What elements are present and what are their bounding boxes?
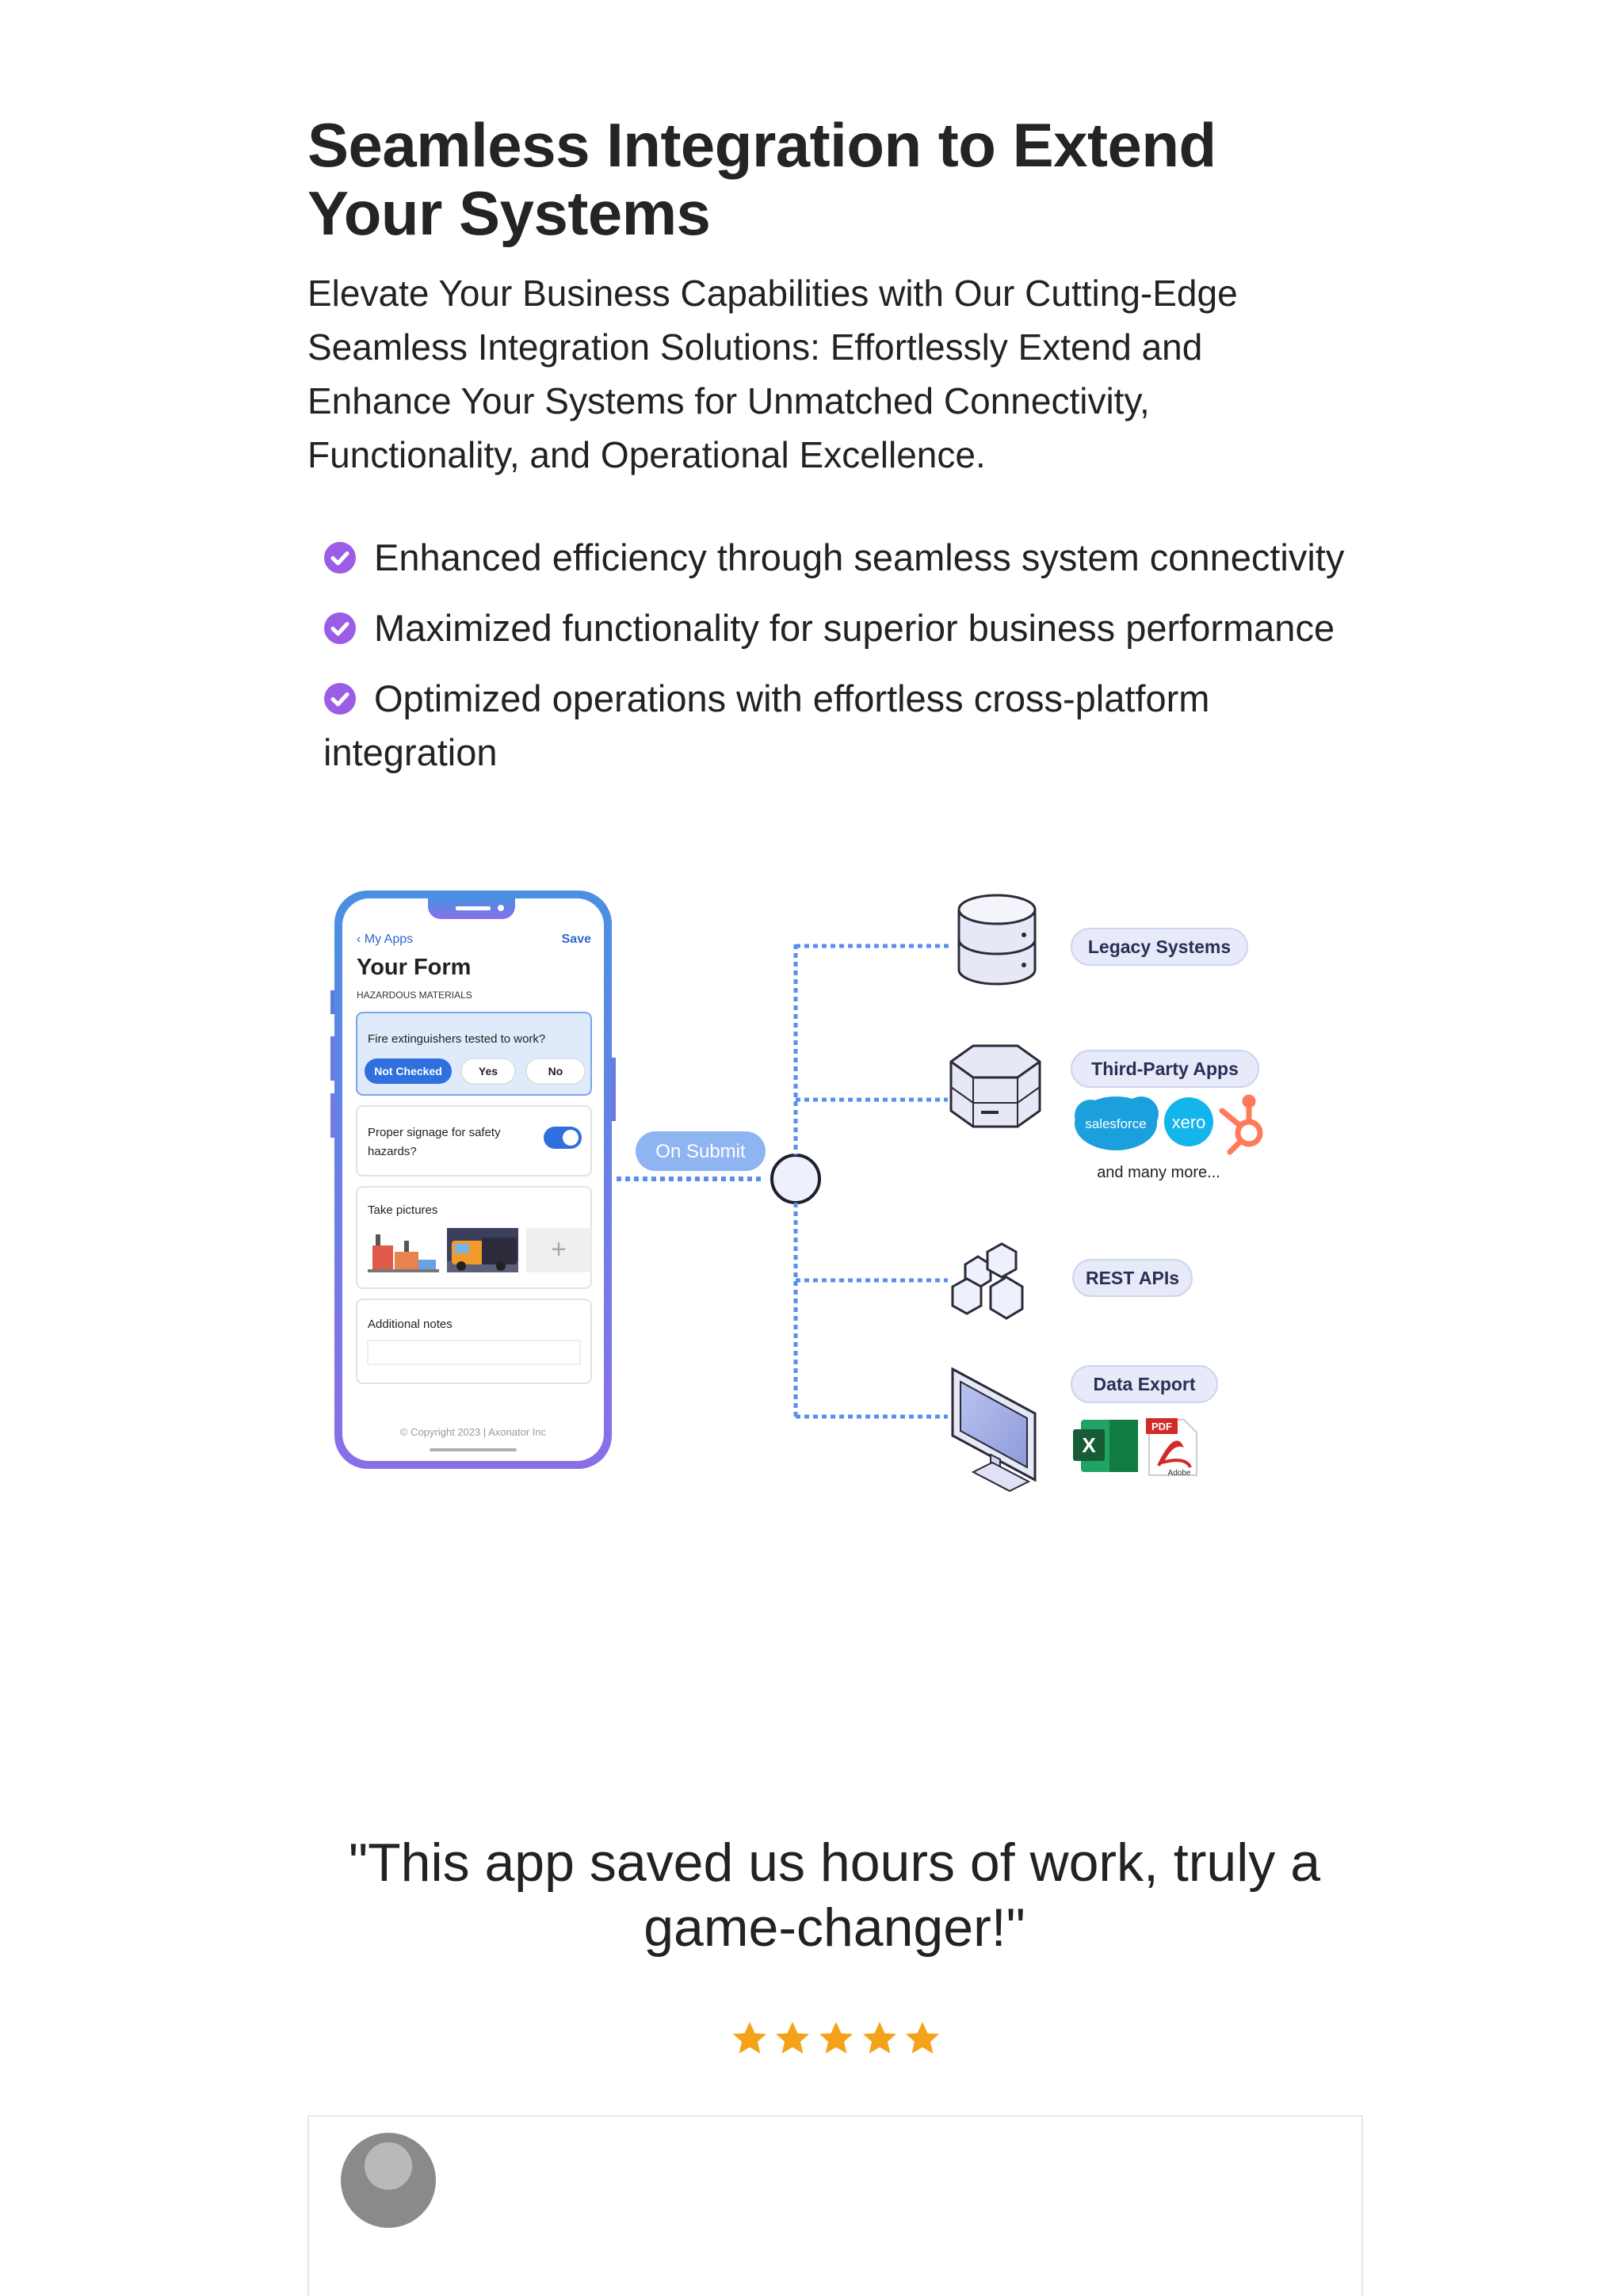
pdf-label: PDF	[1151, 1421, 1172, 1432]
testimonial-quote: "This app saved us hours of work, truly …	[348, 1833, 1321, 1958]
add-picture-button[interactable]	[526, 1228, 591, 1272]
benefit-text: Maximized functionality for superior bus…	[374, 607, 1335, 649]
monitor-icon	[951, 1367, 1037, 1493]
star-icon	[906, 2022, 939, 2054]
benefit-text: Optimized operations with effortless cro…	[323, 677, 1210, 773]
database-icon	[957, 894, 1037, 986]
check-circle-icon	[324, 542, 356, 574]
question-text: Proper signage for safety	[368, 1126, 501, 1139]
target-label: REST APIs	[1086, 1268, 1179, 1288]
copyright-text: © Copyright 2023 | Axonator Inc	[400, 1426, 547, 1438]
excel-icon: X	[1073, 1420, 1138, 1472]
target-label: Legacy Systems	[1088, 936, 1231, 957]
star-icon	[863, 2022, 896, 2054]
xero-logo: xero	[1164, 1097, 1213, 1146]
benefit-item: Maximized functionality for superior bus…	[323, 601, 1369, 655]
option-label: Yes	[479, 1065, 498, 1077]
option-yes[interactable]	[460, 1058, 516, 1085]
check-circle-icon	[324, 612, 356, 644]
question-card	[356, 1105, 592, 1177]
salesforce-text: salesforce	[1085, 1116, 1146, 1131]
pdf-icon: PDF Adobe	[1146, 1418, 1197, 1478]
truck-thumbnail[interactable]	[447, 1228, 518, 1272]
option-label: Not Checked	[374, 1065, 442, 1077]
phone-mockup: ‹ My Apps Save Your Form HAZARDOUS MATER…	[330, 891, 616, 1469]
hub-node	[770, 1154, 821, 1204]
option-no[interactable]	[525, 1058, 586, 1085]
benefits-list: Enhanced efficiency through seamless sys…	[323, 531, 1369, 796]
excel-letter: X	[1082, 1433, 1096, 1457]
more-apps-text: and many more...	[1097, 1164, 1220, 1181]
target-pill	[1072, 1259, 1193, 1297]
option-label: No	[548, 1065, 563, 1077]
review-card	[307, 2115, 1363, 2296]
plus-icon: +	[551, 1234, 567, 1264]
option-not-checked[interactable]	[365, 1058, 452, 1084]
check-circle-icon	[324, 683, 356, 715]
chevron-left-icon: ‹	[357, 933, 365, 946]
on-submit-pill	[636, 1131, 766, 1171]
branch-lines	[793, 944, 953, 1419]
xero-text: xero	[1172, 1112, 1206, 1132]
star-icon	[776, 2022, 809, 2054]
salesforce-logo: salesforce	[1075, 1097, 1159, 1150]
benefit-item: Enhanced efficiency through seamless sys…	[323, 531, 1369, 585]
page-subtitle: Elevate Your Business Capabilities with …	[307, 273, 1238, 475]
page-title: Seamless Integration to Extend Your Syst…	[307, 110, 1216, 248]
pictures-label: Take pictures	[368, 1203, 437, 1217]
home-indicator	[430, 1448, 517, 1451]
back-label: My Apps	[365, 933, 413, 946]
question-text: Fire extinguishers tested to work?	[368, 1032, 545, 1046]
adobe-label: Adobe	[1168, 1469, 1191, 1478]
server-icon	[949, 1044, 1041, 1128]
target-label: Third-Party Apps	[1091, 1058, 1239, 1079]
rating-stars	[733, 2022, 939, 2054]
notes-input[interactable]	[367, 1340, 581, 1365]
target-pill	[1071, 1050, 1259, 1088]
target-pill	[1071, 928, 1248, 966]
question-text: hazards?	[368, 1145, 417, 1158]
form-title: Your Form	[357, 955, 471, 980]
hubspot-icon	[1219, 1094, 1263, 1155]
notes-label: Additional notes	[368, 1318, 453, 1331]
target-label: Data Export	[1093, 1374, 1195, 1394]
integration-diagram: ‹ My Apps Save Your Form HAZARDOUS MATER…	[330, 891, 1263, 1493]
star-icon	[819, 2022, 853, 2054]
on-submit-label: On Submit	[655, 1141, 746, 1162]
benefit-text: Enhanced efficiency through seamless sys…	[374, 536, 1345, 578]
section-label: HAZARDOUS MATERIALS	[357, 990, 472, 1001]
toggle-knob	[563, 1130, 579, 1146]
back-link[interactable]: ‹ My Apps	[357, 933, 413, 946]
avatar	[341, 2133, 436, 2228]
factory-thumbnail[interactable]	[368, 1228, 439, 1272]
save-button[interactable]: Save	[562, 933, 591, 946]
star-icon	[733, 2022, 766, 2054]
hexagon-cluster-icon	[951, 1242, 1024, 1320]
benefit-item: Optimized operations with effortless cro…	[323, 672, 1369, 780]
target-pill	[1071, 1365, 1218, 1403]
